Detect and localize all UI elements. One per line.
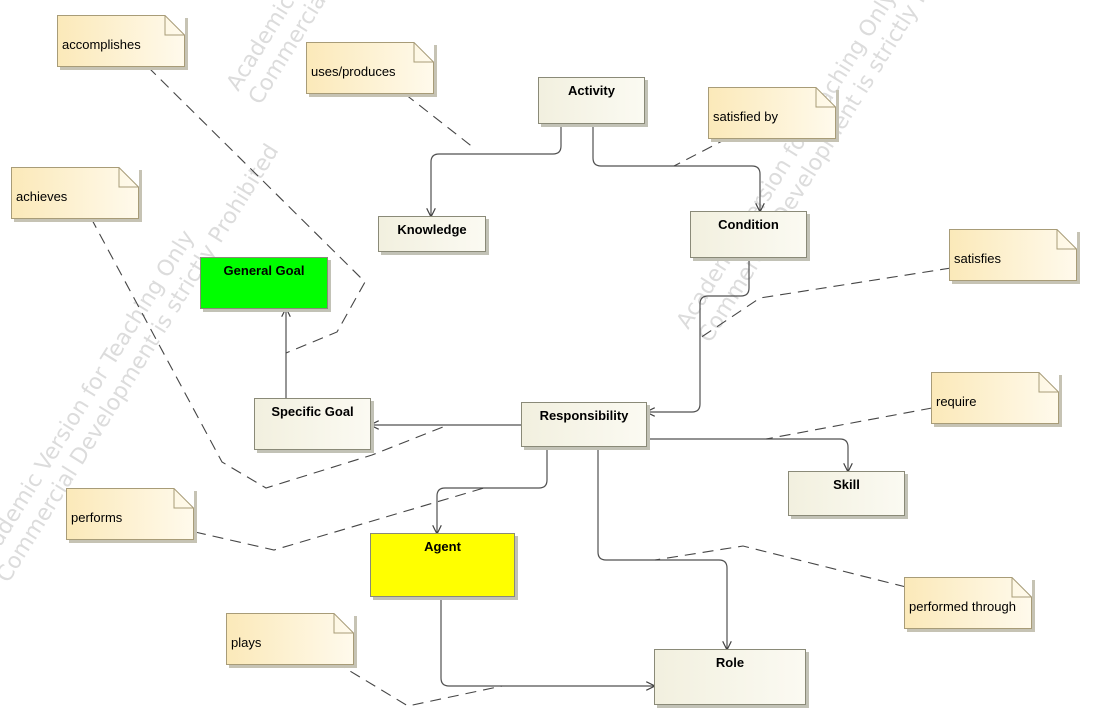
note-text: performed through	[909, 599, 1016, 614]
note-text: uses/produces	[311, 64, 396, 79]
note-text: plays	[231, 635, 262, 650]
note-shape	[11, 167, 139, 219]
class-condition[interactable]: Condition	[690, 211, 807, 258]
class-agent[interactable]: Agent	[370, 533, 515, 597]
note-link-performed-through	[654, 545, 907, 588]
note-text: achieves	[16, 189, 68, 204]
note-shape	[57, 15, 185, 67]
association-responsibility-agent	[437, 447, 548, 533]
note-shape	[904, 577, 1032, 629]
note-text: satisfies	[954, 251, 1001, 266]
note-accomplishes[interactable]: accomplishes	[57, 15, 185, 67]
note-link-plays	[334, 661, 503, 707]
class-skill[interactable]: Skill	[788, 471, 905, 516]
note-uses-produces[interactable]: uses/produces	[306, 42, 434, 94]
note-link-performs	[194, 487, 485, 551]
class-activity[interactable]: Activity	[538, 77, 645, 124]
note-performed-through[interactable]: performed through	[904, 577, 1032, 629]
note-performs[interactable]: performs	[66, 488, 194, 540]
note-link-satisfies	[699, 267, 952, 339]
note-shape	[306, 42, 434, 94]
class-specific-goal[interactable]: Specific Goal	[254, 398, 371, 450]
note-link-require	[765, 407, 933, 440]
association-responsibility-role	[597, 447, 727, 649]
class-general-goal[interactable]: General Goal	[200, 257, 328, 309]
association-activity-condition	[592, 124, 760, 211]
class-responsibility[interactable]: Responsibility	[521, 402, 647, 447]
note-require[interactable]: require	[931, 372, 1059, 424]
class-knowledge[interactable]: Knowledge	[378, 216, 486, 252]
note-shape	[226, 613, 354, 665]
note-text: accomplishes	[62, 37, 141, 52]
note-text: require	[936, 394, 977, 409]
association-responsibility-skill	[647, 438, 848, 471]
note-link-accomplishes	[147, 66, 366, 354]
note-shape	[66, 488, 194, 540]
note-text: performs	[71, 510, 123, 525]
class-role[interactable]: Role	[654, 649, 806, 705]
note-achieves[interactable]: achieves	[11, 167, 139, 219]
association-agent-role	[440, 597, 654, 686]
note-link-achieves	[90, 217, 449, 489]
note-link-uses-produces	[404, 93, 475, 149]
association-activity-knowledge	[431, 124, 562, 216]
note-shape	[708, 87, 836, 139]
note-plays[interactable]: plays	[226, 613, 354, 665]
note-text: satisfied by	[713, 109, 779, 124]
association-condition-responsibility	[647, 258, 750, 412]
note-shape	[931, 372, 1059, 424]
note-satisfies[interactable]: satisfies	[949, 229, 1077, 281]
note-link-satisfied-by	[673, 137, 729, 167]
note-satisfied-by[interactable]: satisfied by	[708, 87, 836, 139]
note-shape	[949, 229, 1077, 281]
